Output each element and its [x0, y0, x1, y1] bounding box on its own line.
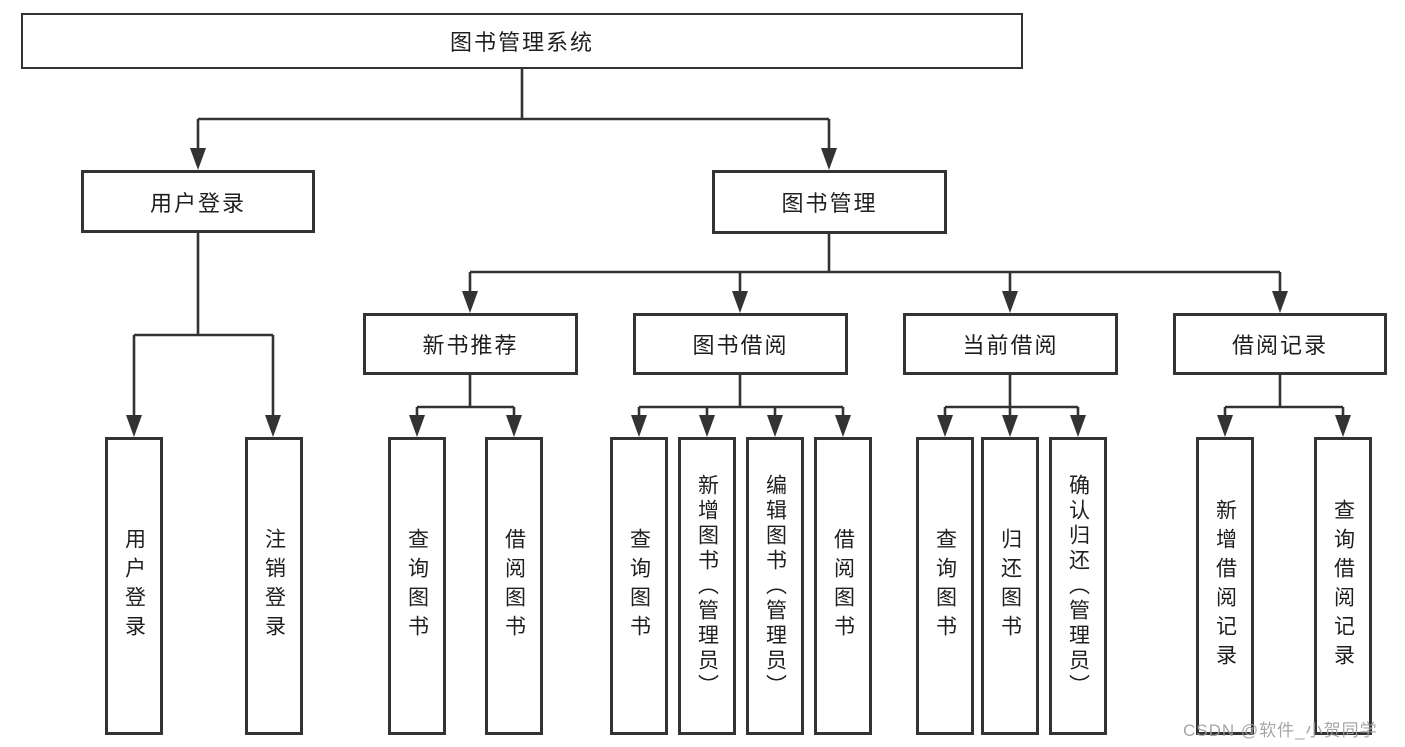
leaf-query-books-recommend: 查询图书	[388, 437, 446, 735]
arrowhead-icons	[126, 148, 1351, 437]
leaf-user-login: 用户登录	[105, 437, 163, 735]
leaf-add-borrow-record: 新增借阅记录	[1196, 437, 1254, 735]
leaf-edit-book-admin: 编辑图书（管理员）	[746, 437, 804, 735]
node-user-login: 用户登录	[81, 170, 315, 233]
leaf-confirm-return-admin: 确认归还（管理员）	[1049, 437, 1107, 735]
csdn-watermark: CSDN @软件_小贺同学	[1183, 721, 1378, 740]
connector-path	[132, 69, 1345, 421]
leaf-logout: 注销登录	[245, 437, 303, 735]
node-book-management: 图书管理	[712, 170, 947, 234]
leaf-return-book: 归还图书	[981, 437, 1039, 735]
node-new-book-recommend: 新书推荐	[363, 313, 578, 375]
node-current-borrowing: 当前借阅	[903, 313, 1118, 375]
leaf-query-borrow-record: 查询借阅记录	[1314, 437, 1372, 735]
leaf-borrow-books-borrowing: 借阅图书	[814, 437, 872, 735]
node-book-borrowing: 图书借阅	[633, 313, 848, 375]
leaf-add-book-admin: 新增图书（管理员）	[678, 437, 736, 735]
node-library-management-system: 图书管理系统	[21, 13, 1023, 69]
leaf-borrow-books-recommend: 借阅图书	[485, 437, 543, 735]
node-borrowing-records: 借阅记录	[1173, 313, 1387, 375]
leaf-query-books-current: 查询图书	[916, 437, 974, 735]
leaf-query-books-borrowing: 查询图书	[610, 437, 668, 735]
